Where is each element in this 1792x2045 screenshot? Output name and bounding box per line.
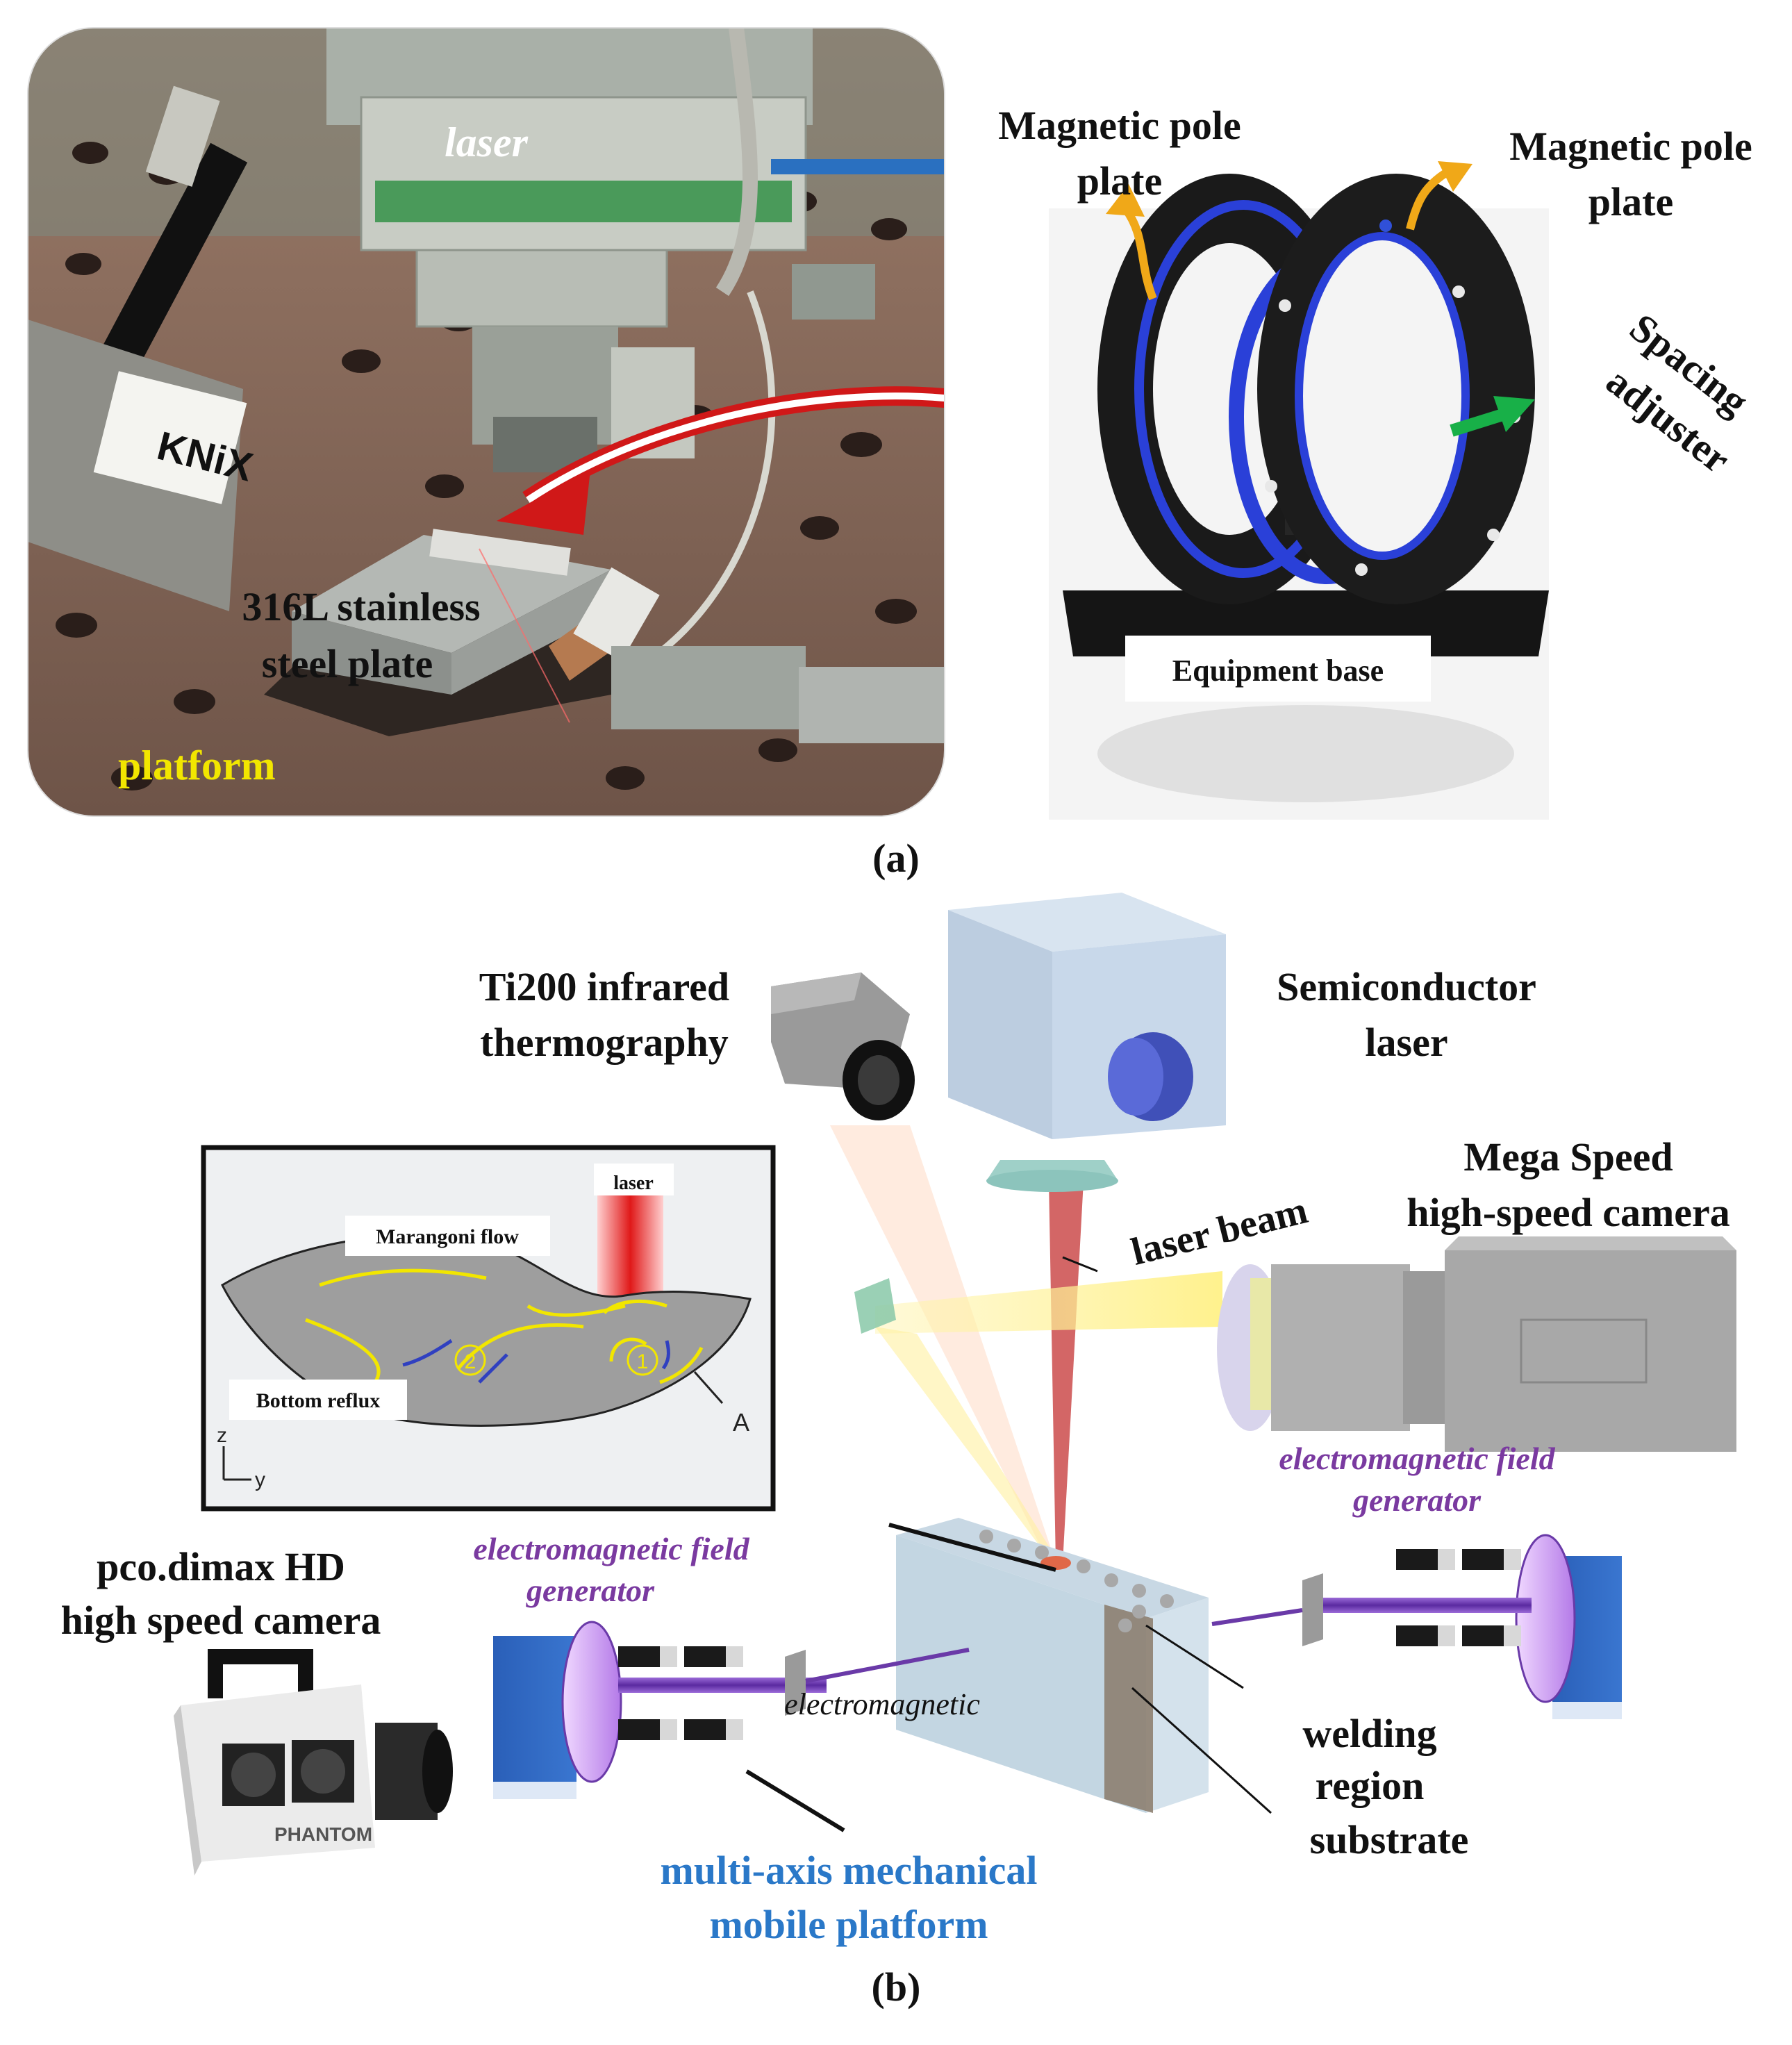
optical-beams — [830, 1125, 1222, 1563]
region-label: region — [1316, 1763, 1425, 1808]
flow-circle-1: 1 — [637, 1350, 649, 1373]
mirror — [854, 1278, 896, 1334]
steel-plate — [264, 529, 611, 736]
em-generator-right — [1211, 1534, 1622, 1719]
bottom-reflux-label: Bottom reflux — [256, 1389, 381, 1412]
photo-panel: KNiX laser 316L stainless steel plate pl… — [28, 28, 945, 816]
torch — [549, 567, 945, 743]
laser-photo-label: laser — [445, 119, 529, 165]
welding-label: welding — [1302, 1711, 1436, 1756]
substrate-block — [888, 1518, 1272, 1814]
mega-speed-camera — [1217, 1236, 1736, 1452]
flow-circle-2: 2 — [465, 1350, 476, 1373]
flow-inset: 2 1 A laser Marangoni flow Bottom reflux… — [201, 1145, 776, 1512]
ti200-camera — [771, 972, 915, 1120]
mega-label-line2: high-speed camera — [1407, 1190, 1730, 1235]
electromagnetic-label: electromagnetic — [784, 1687, 980, 1721]
substrate-label: substrate — [1310, 1817, 1469, 1862]
semiconductor-laser — [948, 893, 1226, 1192]
knix-sign: KNiX — [28, 320, 258, 611]
semi-label-line1: Semiconductor — [1277, 964, 1536, 1009]
marangoni-label: Marangoni flow — [376, 1225, 519, 1248]
emf-right-line1: electromagnetic field — [1279, 1441, 1555, 1476]
emf-right-line2: generator — [1352, 1482, 1482, 1518]
pole-right-line2: plate — [1588, 179, 1673, 224]
point-a: A — [733, 1408, 749, 1437]
platform-label-line2: mobile platform — [709, 1902, 988, 1947]
laser-beam-label: laser beam — [1127, 1189, 1312, 1274]
equipment-base-label: Equipment base — [1172, 654, 1384, 688]
plate-label-line2: steel plate — [262, 641, 433, 686]
red-arrow — [497, 386, 945, 535]
semi-label-line2: laser — [1365, 1020, 1447, 1065]
ti200-label-line2: thermography — [480, 1020, 729, 1065]
platform-label-line1: multi-axis mechanical — [661, 1848, 1038, 1893]
phantom-camera: PHANTOM — [174, 1649, 453, 1876]
magnetic-device: Equipment base — [1049, 161, 1549, 820]
ti200-label-line1: Ti200 infrared — [479, 964, 729, 1009]
mega-label-line1: Mega Speed — [1463, 1134, 1673, 1179]
pco-label-line2: high speed camera — [61, 1598, 381, 1643]
caption-b: (b) — [872, 1964, 921, 2010]
emf-left-line2: generator — [526, 1573, 655, 1608]
pco-label-line1: pco.dimax HD — [97, 1544, 345, 1589]
phantom-text: PHANTOM — [274, 1823, 372, 1845]
inset-laser-label: laser — [613, 1173, 654, 1194]
laser-head — [326, 28, 813, 472]
axis-z: z — [217, 1424, 227, 1447]
caption-a: (a) — [872, 836, 920, 881]
emf-left-line1: electromagnetic field — [473, 1531, 749, 1566]
pole-right-line1: Magnetic pole — [1509, 124, 1752, 169]
plate-label-line1: 316L stainless — [242, 584, 480, 629]
platform-photo-label: platform — [118, 743, 276, 788]
pole-left-line1: Magnetic pole — [998, 103, 1241, 148]
em-generator-left — [493, 1621, 970, 1832]
pole-left-line2: plate — [1077, 158, 1162, 204]
axis-y: y — [255, 1468, 265, 1491]
